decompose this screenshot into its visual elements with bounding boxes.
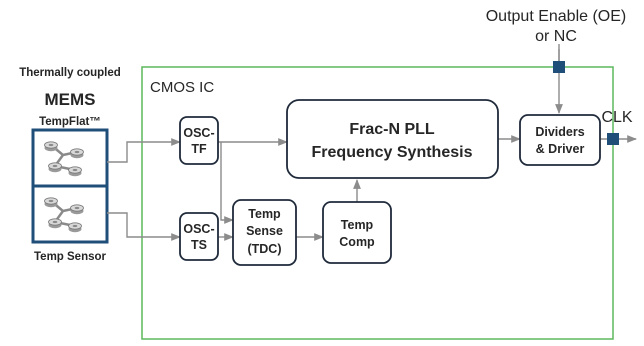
temp-comp-block: Temp Comp [322,201,392,264]
mems-title-line3: TempFlat™ [39,116,101,128]
svg-text:Comp: Comp [339,235,375,249]
svg-text:Sense: Sense [246,224,283,238]
svg-text:Temp: Temp [248,207,281,221]
svg-text:TS: TS [191,238,207,252]
clk-pin-square [607,133,619,145]
wire-mems-oscts [107,212,181,241]
mems-bottom-label: Temp Sensor [34,251,107,263]
clk-label: CLK [601,109,632,126]
osc-tf-block: OSC- TF [179,116,219,165]
mems-resonator-icon [44,197,84,233]
oe-label-line2: or NC [535,28,577,45]
svg-text:TF: TF [191,142,207,156]
svg-text:Frac-N PLL: Frac-N PLL [349,121,435,138]
temp-sense-block: Temp Sense (TDC) [232,199,297,266]
cmos-ic-boundary [141,66,614,340]
svg-text:(TDC): (TDC) [247,242,281,256]
svg-text:OSC-: OSC- [183,126,214,140]
svg-text:OSC-: OSC- [183,222,214,236]
pll-block: Frac-N PLL Frequency Synthesis [286,99,499,179]
oe-label-line1: Output Enable (OE) [486,8,627,25]
svg-text:Frequency Synthesis: Frequency Synthesis [312,144,473,161]
svg-text:Dividers: Dividers [535,125,584,139]
mems-resonator-icon [44,141,84,177]
svg-text:& Driver: & Driver [536,142,585,156]
mems-title-line2: MEMS [45,90,96,109]
mems-title-line1: Thermally coupled [19,67,121,79]
dividers-driver-block: Dividers & Driver [519,114,601,166]
cmos-ic-label: CMOS IC [150,79,214,96]
svg-text:Temp: Temp [341,218,374,232]
oe-pin-square [553,61,565,73]
wire-osctf-tempsense [220,142,234,224]
osc-ts-block: OSC- TS [179,212,219,261]
mems-device [31,128,109,244]
wire-mems-osctf [107,138,181,163]
